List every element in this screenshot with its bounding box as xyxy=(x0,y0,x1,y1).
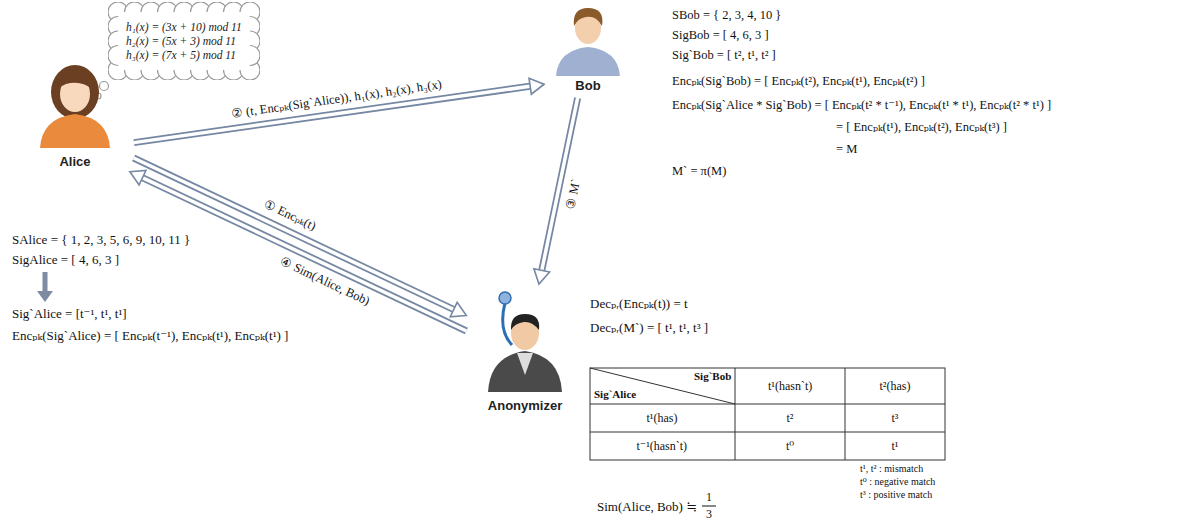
person-node: Alice xyxy=(20,62,130,170)
message-label: ③ M` xyxy=(562,175,585,214)
table-cell: t²(has) xyxy=(880,379,911,393)
table-rule xyxy=(845,368,846,460)
fraction-number: 3 xyxy=(706,507,712,521)
fraction-bar xyxy=(702,506,716,507)
arrow-shaft-fill xyxy=(141,177,466,331)
arrow-head xyxy=(534,269,550,284)
arrow-head xyxy=(529,78,544,94)
table-cell: t¹(has) xyxy=(647,411,678,425)
formula-text: Sig`Alice = [t⁻¹, t¹, t¹] xyxy=(12,306,127,322)
formula-text: Decₚᵣ(Encₚₖ(t)) = t xyxy=(590,296,688,312)
formula-text: Decₚᵣ(M`) = [ t¹, t¹, t³ ] xyxy=(590,320,708,336)
table-cell: t² xyxy=(787,411,794,425)
table-cell: t¹ xyxy=(892,439,899,453)
formula-text: SigBob = [ 4, 6, 3 ] xyxy=(672,28,769,43)
anonymizer-hair xyxy=(511,314,539,330)
formula-text: SBob = { 2, 3, 4, 10 } xyxy=(672,8,781,23)
table-cell: t⁰ xyxy=(786,439,794,453)
cloud-fill xyxy=(118,12,250,70)
arrow-head xyxy=(130,170,146,184)
table-cell: t⁻¹(hasn`t) xyxy=(637,439,688,453)
formula-text: = M xyxy=(836,142,857,157)
person-name: Bob xyxy=(575,78,600,94)
thought-bubble xyxy=(100,82,109,91)
alice-body xyxy=(40,114,110,148)
arrow-shaft-outline xyxy=(141,177,466,331)
table-cell: t³ xyxy=(892,411,899,425)
down-arrow-shaft xyxy=(43,272,48,292)
hash-function: h₂(x) = (5x + 3) mod 11 xyxy=(126,34,242,48)
table-diagonal xyxy=(590,368,735,404)
result-text: Sim(Alice, Bob) ≒ xyxy=(597,499,697,515)
table-cell: t¹(hasn`t) xyxy=(768,379,812,393)
table-frame xyxy=(590,368,945,460)
table-rule xyxy=(590,404,945,405)
formula-text: Encₚₖ(Sig`Bob) = [ Encₚₖ(t²), Encₚₖ(t¹),… xyxy=(672,74,925,89)
formula-text: SigAlice = [ 4, 6, 3 ] xyxy=(12,252,119,268)
headset-ball xyxy=(499,292,511,304)
table-rule xyxy=(735,368,736,460)
message-arrow xyxy=(134,78,544,142)
anonymizer-shirt xyxy=(517,353,533,375)
down-arrow-head xyxy=(37,291,53,302)
note-text: t³ : positive match xyxy=(860,489,932,501)
formula-text: Encₚₖ(Sig`Alice) = [ Encₚₖ(t⁻¹), Encₚₖ(t… xyxy=(12,328,288,344)
fraction-number: 1 xyxy=(706,490,712,504)
formula-text: SAlice = { 1, 2, 3, 5, 6, 9, 10, 11 } xyxy=(12,232,190,248)
message-arrow xyxy=(130,170,467,331)
hash-function: h₁(x) = (3x + 10) mod 11 xyxy=(126,20,242,34)
table-header: Sig`Alice xyxy=(594,388,636,401)
note-text: t¹, t² : mismatch xyxy=(860,463,923,475)
person-name: Anonymizer xyxy=(488,398,562,414)
table-header: Sig`Bob xyxy=(694,370,731,383)
headset-cable xyxy=(503,303,512,345)
anonymizer-body xyxy=(488,351,562,392)
formula-text: M` = π(M) xyxy=(672,164,726,179)
bob-hair xyxy=(574,8,603,26)
formula-text: Sig`Bob = [ t², t¹, t² ] xyxy=(672,48,776,63)
table-rule xyxy=(590,432,945,433)
bob-body xyxy=(556,47,620,76)
note-text: t⁰ : negative match xyxy=(860,476,935,488)
formula-text: = [ Encₚₖ(t¹), Encₚₖ(t²), Encₚₖ(t³) ] xyxy=(836,120,1007,135)
alice-bangs xyxy=(58,70,93,90)
formula-text: Encₚₖ(Sig`Alice * Sig`Bob) = [ Encₚₖ(t² … xyxy=(672,98,1051,113)
alice-hair xyxy=(51,65,99,119)
hash-function: h₃(x) = (7x + 5) mod 11 xyxy=(126,48,242,62)
person-node: Bob xyxy=(548,2,628,94)
person-node: Anonymizer xyxy=(470,288,580,414)
thought-cloud: h₁(x) = (3x + 10) mod 11h₂(x) = (5x + 3)… xyxy=(108,2,260,80)
arrow-head xyxy=(450,302,466,316)
person-name: Alice xyxy=(59,154,90,170)
